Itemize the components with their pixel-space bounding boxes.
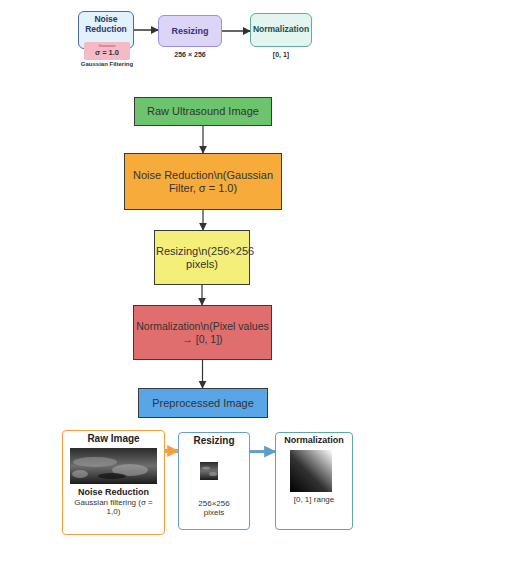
process-box: Resizing\n(256×256 pixels): [154, 230, 250, 285]
node-title: Resizing\n(256×256 pixels): [156, 245, 248, 270]
process-box: Normalization\n(Pixel values → [0, 1]): [133, 305, 272, 360]
ultrasound-tissue: [72, 470, 88, 478]
ultrasound-background: [70, 448, 157, 484]
range-caption: [0, 1]: [241, 51, 321, 58]
node-title: Noise Reduction: [79, 15, 133, 35]
node-title: Resizing: [171, 26, 208, 36]
node-title: Normalization\n(Pixel values → [0, 1]): [135, 320, 271, 344]
flow-arrow: [202, 126, 203, 153]
process-box: Preprocessed Image: [138, 388, 268, 418]
process-box: Noise Reduction\n(Gaussian Filter, σ = 1…: [124, 153, 282, 210]
node-text: [0, 1] range: [294, 495, 334, 504]
resized-tissue: [209, 472, 217, 476]
size-caption: 256 × 256: [150, 51, 230, 58]
node-title: Preprocessed Image: [152, 397, 254, 410]
flow-arrow: [201, 285, 202, 305]
process-box: Raw Ultrasound Image: [134, 97, 272, 126]
node-text: 256×256 pixels: [190, 499, 238, 517]
resized-tissue: [202, 467, 210, 470]
step-box: Normalization: [250, 13, 312, 47]
step-box: Resizing: [158, 15, 222, 47]
flow-arrow: [202, 210, 203, 230]
resized-thumbnail: [200, 462, 218, 480]
node-text: Gaussian filtering (σ = 1,0): [74, 498, 154, 516]
node-title: Normalization: [284, 435, 344, 445]
ultrasound-image: [70, 448, 157, 484]
node-title: Raw Image: [87, 433, 139, 445]
ultrasound-tissue: [73, 457, 117, 467]
normalized-gradient: [290, 450, 332, 492]
stage-panel: Raw ImageNoise ReductionGaussian filteri…: [62, 430, 165, 535]
flow-arrow: [202, 360, 203, 388]
node-text: σ = 1.0: [95, 49, 119, 58]
node-text: Noise Reduction: [78, 487, 149, 497]
flow-arrow: [165, 449, 178, 453]
node-title: Normalization: [253, 25, 309, 35]
node-title: Raw Ultrasound Image: [147, 105, 259, 118]
flow-arrow: [222, 30, 250, 32]
stage-panel: Resizing 256×256 pixels: [178, 432, 250, 530]
parameter-caption: Gaussian Filtering: [62, 61, 152, 67]
ultrasound-cavity: [98, 473, 126, 479]
resized-image: [200, 462, 218, 480]
flow-arrow: [134, 29, 158, 31]
node-title: Resizing: [193, 435, 234, 447]
flow-arrow: [250, 450, 275, 453]
ultrasound-tissue: [112, 464, 148, 476]
node-title: Noise Reduction\n(Gaussian Filter, σ = 1…: [128, 169, 278, 194]
parameter-box: Gaussianσ = 1.0: [84, 42, 130, 60]
stage-panel: Normalization [0, 1] range: [275, 432, 353, 530]
